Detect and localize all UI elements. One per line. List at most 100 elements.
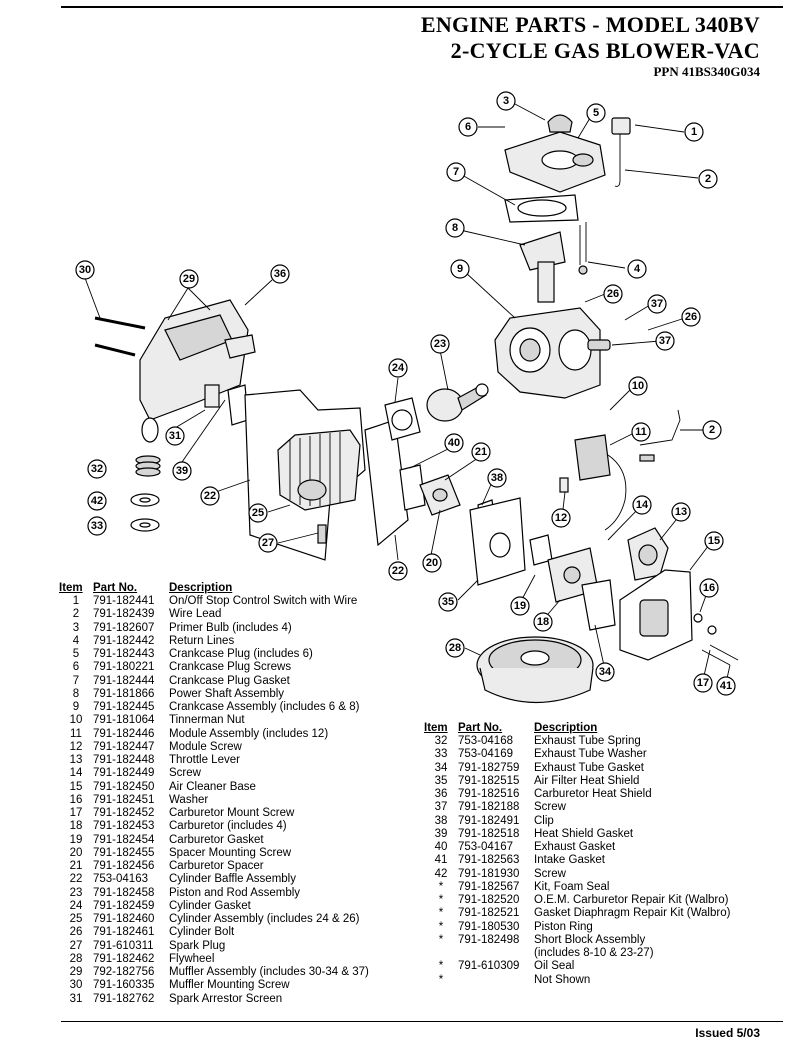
svg-text:41: 41	[720, 680, 732, 692]
item-cell: 42	[434, 867, 448, 880]
description-header: Description	[534, 721, 598, 734]
callout-28: 28	[445, 638, 465, 658]
callout-16: 16	[699, 578, 719, 598]
crankcase-plug-drawing	[504, 114, 631, 223]
callout-22-left: 22	[200, 486, 220, 506]
description-cell: Crankcase Plug Gasket	[169, 674, 290, 687]
part-number-cell: 791-160335	[93, 979, 155, 992]
part-number-cell: 791-182516	[458, 788, 520, 800]
top-rule	[61, 6, 783, 8]
item-cell: 41	[434, 854, 448, 867]
power-shaft-drawing	[519, 222, 588, 303]
part-number-cell: 791-182450	[93, 780, 155, 793]
description-cell: Screw	[534, 867, 566, 880]
svg-text:7: 7	[453, 166, 459, 178]
item-cell: 29	[69, 966, 83, 978]
callout-7: 7	[446, 162, 466, 182]
svg-text:13: 13	[675, 506, 687, 518]
svg-text:26: 26	[607, 288, 619, 300]
callout-1: 1	[684, 122, 704, 142]
svg-text:15: 15	[708, 535, 720, 547]
part-number-cell: 791-182563	[458, 854, 520, 867]
item-cell: 23	[69, 886, 83, 899]
description-cell: Oil Seal	[534, 960, 575, 973]
callout-26-right: 26	[681, 307, 701, 327]
part-number-cell: 791-182439	[93, 608, 155, 621]
item-cell: 3	[72, 621, 80, 634]
description-cell: Muffler Mounting Screw	[169, 979, 290, 992]
part-number-cell: 791-182461	[93, 926, 155, 939]
description-cell: Primer Bulb (includes 4)	[169, 621, 292, 634]
description-cell: Carburetor Gasket	[169, 833, 264, 846]
svg-text:22: 22	[204, 490, 216, 502]
part-number-cell: 791-182759	[458, 761, 520, 774]
callout-21: 21	[471, 442, 491, 462]
item-cell: 26	[69, 926, 83, 939]
svg-text:4: 4	[634, 263, 641, 275]
part-number-cell: 791-182607	[93, 621, 155, 634]
item-cell: 25	[69, 913, 83, 925]
part-number-cell: 791-182567	[458, 880, 520, 893]
part-number-cell: 791-182443	[93, 648, 155, 660]
part-number-cell: 791-182498	[458, 933, 520, 946]
description-cell: Tinnerman Nut	[169, 714, 245, 727]
callout-42: 41	[716, 676, 736, 696]
item-cell: *	[438, 933, 444, 946]
callout-38: 37	[655, 331, 675, 351]
item-cell: 17	[69, 807, 83, 819]
description-cell: Carburetor Heat Shield	[534, 788, 652, 800]
part-number-cell: 791-182521	[458, 907, 520, 920]
callout-4: 4	[627, 259, 647, 279]
ppn-number: PPN 41BS340G034	[653, 64, 760, 79]
part-number-cell: 792-182756	[93, 966, 155, 978]
description-cell: Exhaust Gasket	[534, 841, 616, 853]
callout-35: 34	[595, 662, 615, 682]
svg-text:14: 14	[636, 499, 649, 511]
callout-40: 39	[172, 461, 192, 481]
svg-text:10: 10	[632, 380, 644, 392]
description-cell: Washer	[169, 793, 209, 806]
description-cell: Clip	[534, 814, 554, 827]
description-cell: Wire Lead	[169, 608, 222, 621]
svg-text:1: 1	[691, 126, 697, 138]
description-cell: Gasket Diaphragm Repair Kit (Walbro)	[534, 907, 731, 920]
callout-23: 23	[430, 334, 450, 354]
item-cell: 40	[434, 841, 448, 853]
description-cell: Intake Gasket	[534, 854, 605, 867]
description-cell: Screw	[534, 801, 566, 814]
part-number-cell: 791-182518	[458, 827, 520, 840]
svg-text:22: 22	[392, 565, 404, 577]
item-cell: *	[438, 894, 444, 906]
part-number-cell: 791-182452	[93, 807, 155, 819]
part-number-cell: 791-182455	[93, 846, 155, 859]
item-cell: 21	[69, 860, 83, 872]
description-cell: Module Screw	[169, 740, 242, 753]
item-cell: 36	[434, 788, 448, 800]
description-cell: Air Cleaner Base	[169, 780, 256, 793]
svg-text:6: 6	[465, 121, 471, 133]
description-cell: Power Shaft Assembly	[169, 687, 285, 700]
item-cell: 34	[434, 761, 448, 774]
callout-2-module: 2	[702, 420, 722, 440]
description-cell: Air Filter Heat Shield	[534, 774, 640, 787]
item-cell: 30	[69, 979, 83, 992]
part-number-cell: 791-182447	[93, 740, 155, 753]
svg-text:25: 25	[252, 507, 264, 519]
issued-date: Issued 5/03	[695, 1026, 760, 1040]
parts-table-header: Item Part No. Description	[424, 720, 764, 735]
part-number-cell: 791-180221	[93, 661, 155, 674]
svg-text:28: 28	[449, 642, 461, 654]
callout-37-left: 36	[270, 264, 290, 284]
item-cell: 10	[69, 714, 83, 727]
svg-text:2: 2	[705, 173, 711, 185]
part-number-cell: 791-182460	[93, 913, 155, 925]
item-cell: *	[438, 960, 444, 973]
crankcase-drawing	[494, 307, 611, 399]
